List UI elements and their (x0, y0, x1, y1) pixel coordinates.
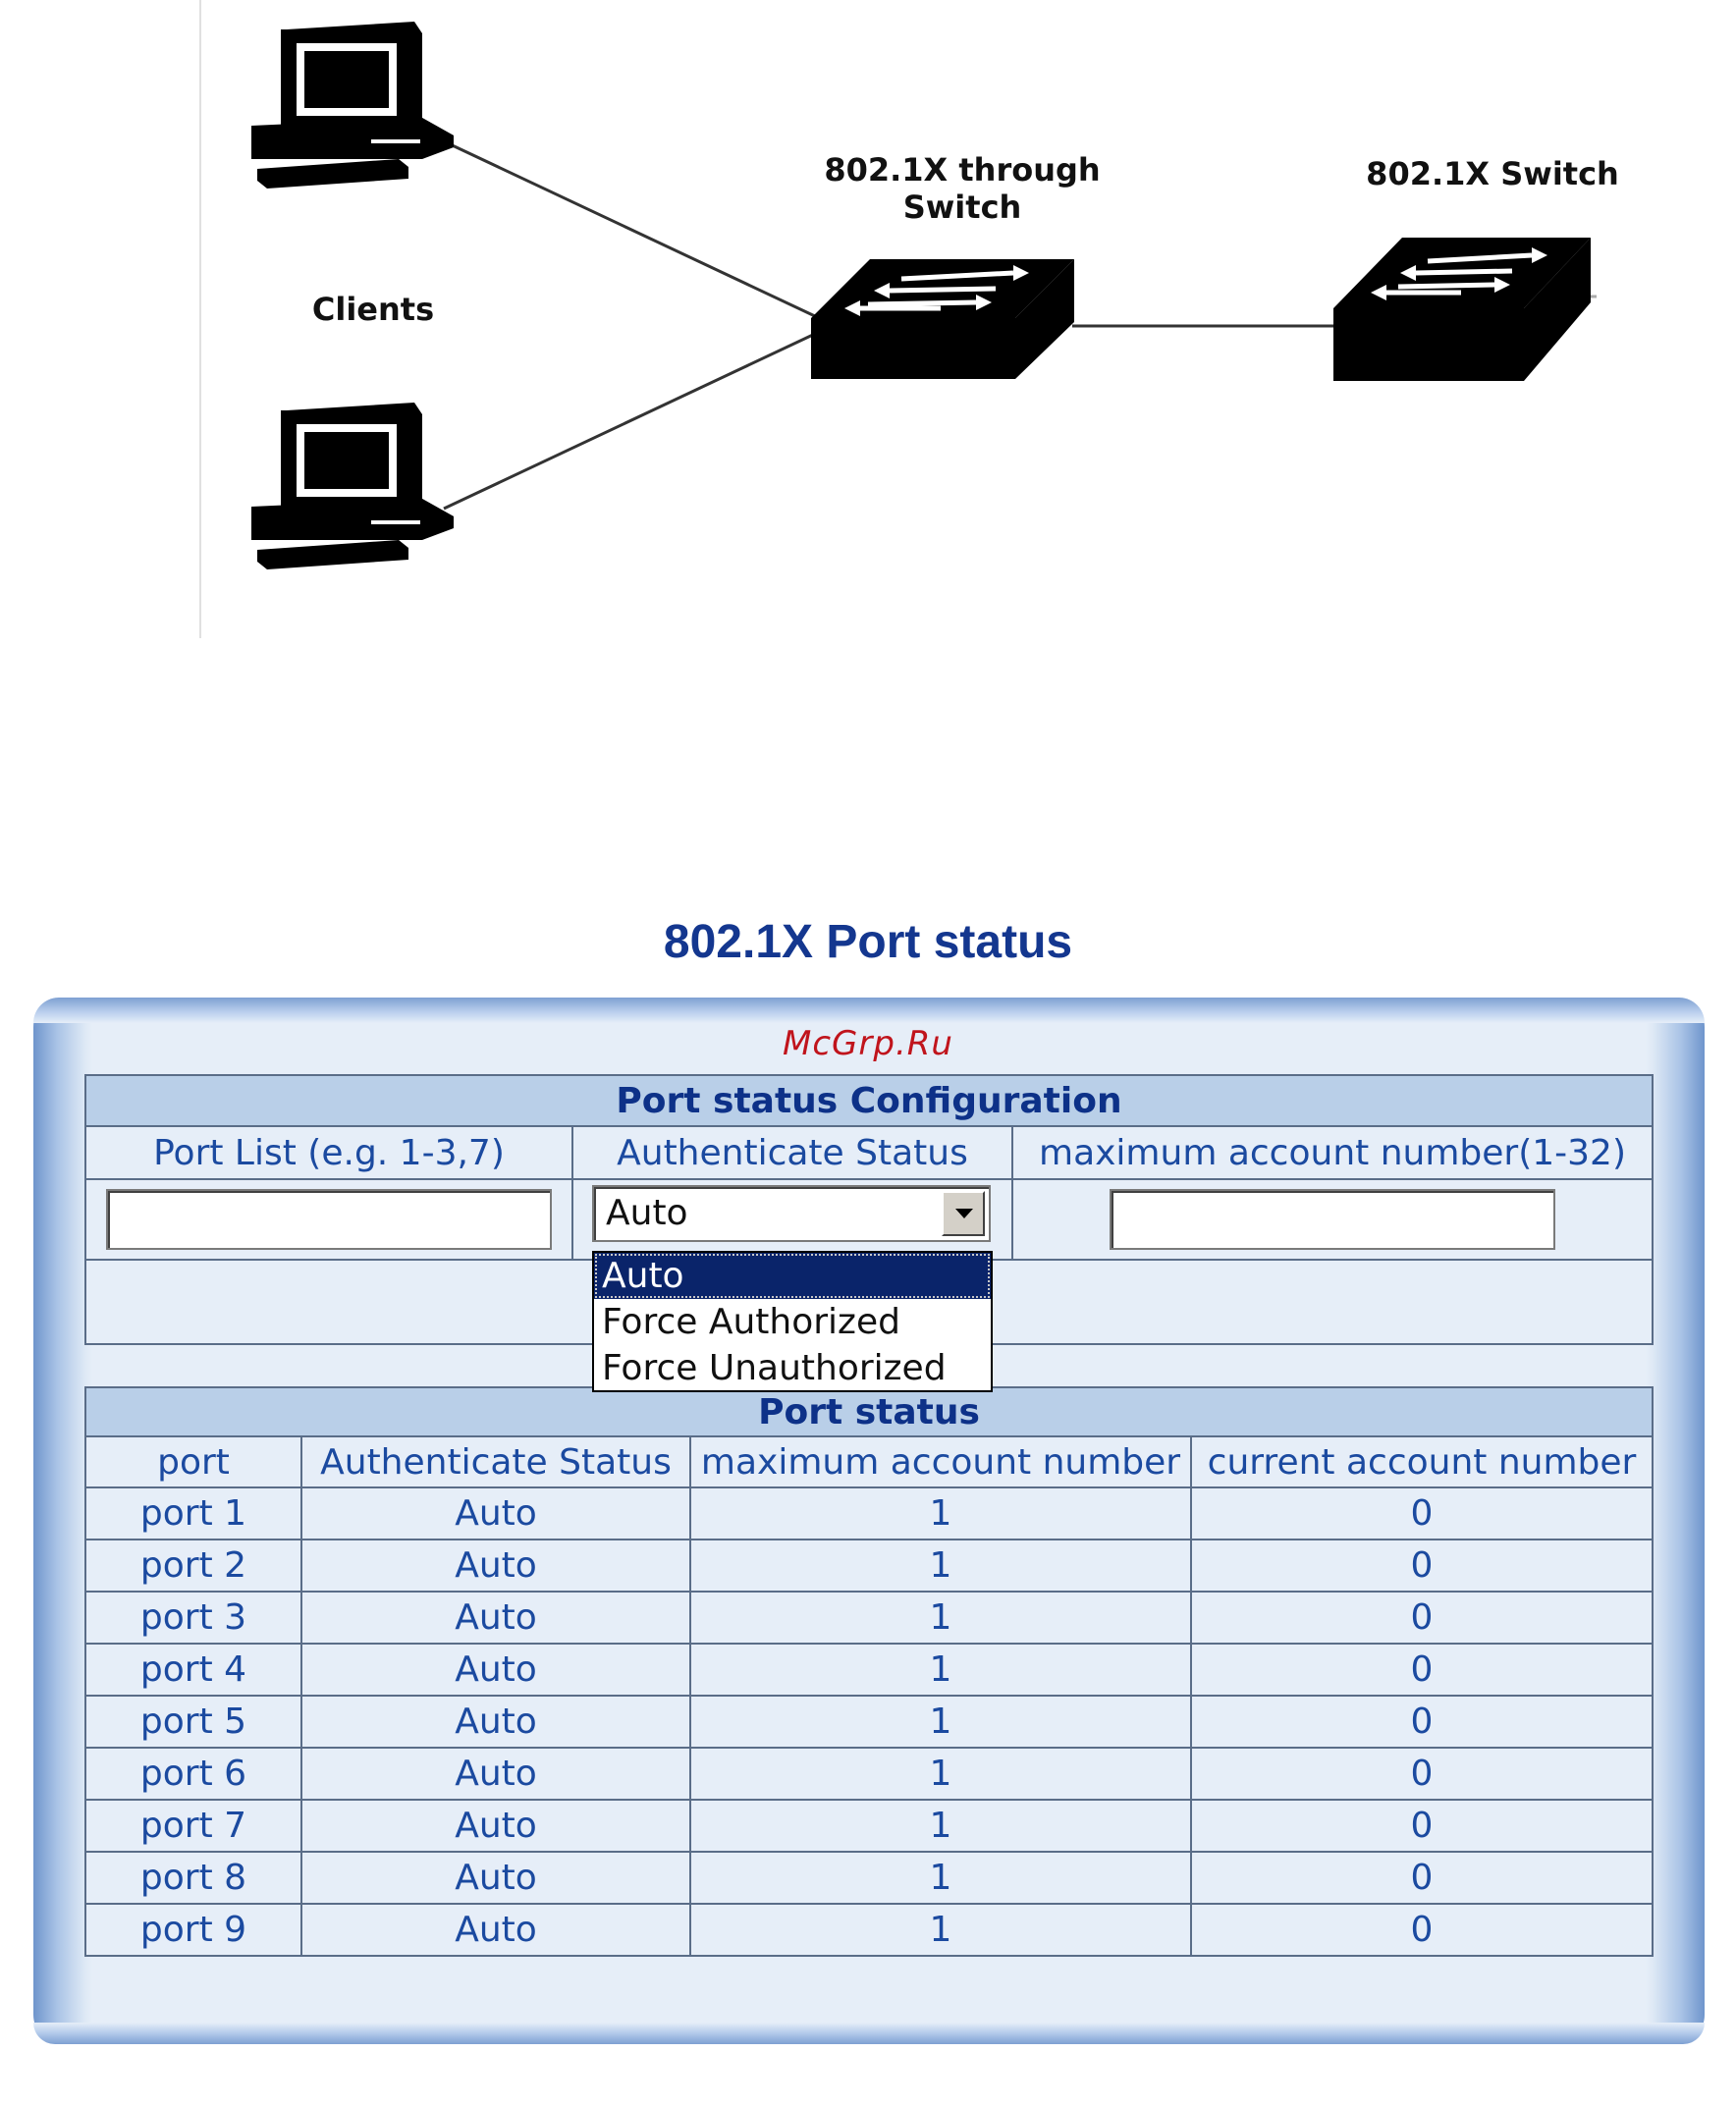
link-client1-switch (443, 139, 816, 318)
option-force-unauthorized[interactable]: Force Unauthorized (602, 1348, 947, 1388)
max-account-cell: 1 (689, 1695, 1192, 1749)
auth-status-cell: Auto (300, 1486, 691, 1540)
col-maximum-account-number: maximum account number (689, 1435, 1192, 1488)
current-account-cell: 0 (1190, 1539, 1654, 1593)
through-switch-label-line2: Switch (902, 189, 1022, 226)
switch-icon (1333, 238, 1597, 381)
port-cell: port 3 (84, 1591, 302, 1645)
current-account-cell: 0 (1190, 1851, 1654, 1905)
port-cell: port 5 (84, 1695, 302, 1749)
auth-status-selected-value: Auto (606, 1193, 688, 1233)
col-max-account: maximum account number(1-32) (1011, 1125, 1654, 1180)
table-row: port 7 Auto 1 0 (84, 1799, 1654, 1853)
status-table: Port status port Authenticate Status max… (84, 1386, 1654, 1957)
port-cell: port 6 (84, 1747, 302, 1801)
max-account-cell: 1 (689, 1539, 1192, 1593)
table-row: port 8 Auto 1 0 (84, 1851, 1654, 1905)
table-row: port 5 Auto 1 0 (84, 1695, 1654, 1749)
switch-label: 802.1X Switch (1366, 155, 1619, 192)
table-row: port 2 Auto 1 0 (84, 1539, 1654, 1593)
status-title: Port status (84, 1386, 1654, 1437)
current-account-cell: 0 (1190, 1747, 1654, 1801)
auth-status-cell: Auto (300, 1591, 691, 1645)
auth-status-cell: Auto (300, 1903, 691, 1957)
port-list-input[interactable] (106, 1189, 552, 1250)
auth-status-cell: Auto (300, 1539, 691, 1593)
option-auto[interactable]: Auto (594, 1253, 991, 1299)
auth-status-cell: Auto (300, 1695, 691, 1749)
table-row: port 4 Auto 1 0 (84, 1643, 1654, 1697)
through-switch-label: 802.1X through Switch (805, 151, 1119, 226)
port-cell: port 9 (84, 1903, 302, 1957)
max-account-cell: 1 (689, 1799, 1192, 1853)
auth-status-cell: Auto (300, 1747, 691, 1801)
link-client2-switch (443, 332, 816, 511)
col-current-account-number: current account number (1190, 1435, 1654, 1488)
current-account-cell: 0 (1190, 1643, 1654, 1697)
client-computer-icon (251, 403, 454, 569)
col-port-list: Port List (e.g. 1-3,7) (84, 1125, 573, 1180)
col-port: port (84, 1435, 302, 1488)
auth-status-select[interactable]: Auto (592, 1185, 991, 1242)
max-account-input[interactable] (1110, 1189, 1555, 1250)
config-title: Port status Configuration (84, 1074, 1654, 1127)
port-list-cell (84, 1178, 573, 1261)
col-authenticate-status: Authenticate Status (571, 1125, 1013, 1180)
through-switch-label-line1: 802.1X through (824, 151, 1101, 189)
through-switch-icon (811, 259, 1074, 379)
max-account-cell: 1 (689, 1591, 1192, 1645)
auth-status-dropdown: Auto Force Authorized Force Unauthorized (592, 1251, 993, 1392)
table-row: port 3 Auto 1 0 (84, 1591, 1654, 1645)
page-title: 802.1X Port status (663, 916, 1073, 968)
option-force-authorized[interactable]: Force Authorized (602, 1302, 900, 1342)
max-account-cell: 1 (689, 1851, 1192, 1905)
auth-status-cell: Auto (300, 1851, 691, 1905)
watermark: McGrp.Ru (783, 1024, 953, 1063)
max-account-cell: 1 (689, 1486, 1192, 1540)
auth-status-cell: Auto (300, 1643, 691, 1697)
port-cell: port 4 (84, 1643, 302, 1697)
chevron-down-icon[interactable] (942, 1191, 985, 1236)
max-account-cell: 1 (689, 1643, 1192, 1697)
max-account-cell (1011, 1178, 1654, 1261)
col-authenticate-status: Authenticate Status (300, 1435, 691, 1488)
client-computer-icon (251, 22, 454, 189)
table-row: port 6 Auto 1 0 (84, 1747, 1654, 1801)
network-diagram-svg (199, 0, 1597, 638)
network-diagram: 802.1X through Switch 802.1X Switch Clie… (0, 0, 1736, 648)
current-account-cell: 0 (1190, 1591, 1654, 1645)
table-row: port 1 Auto 1 0 (84, 1486, 1654, 1540)
table-row: port 9 Auto 1 0 (84, 1903, 1654, 1957)
port-cell: port 1 (84, 1486, 302, 1540)
current-account-cell: 0 (1190, 1695, 1654, 1749)
current-account-cell: 0 (1190, 1799, 1654, 1853)
port-cell: port 2 (84, 1539, 302, 1593)
max-account-cell: 1 (689, 1747, 1192, 1801)
auth-status-cell: Auto (300, 1799, 691, 1853)
clients-label: Clients (311, 291, 435, 328)
max-account-cell: 1 (689, 1903, 1192, 1957)
current-account-cell: 0 (1190, 1903, 1654, 1957)
current-account-cell: 0 (1190, 1486, 1654, 1540)
port-cell: port 8 (84, 1851, 302, 1905)
port-cell: port 7 (84, 1799, 302, 1853)
